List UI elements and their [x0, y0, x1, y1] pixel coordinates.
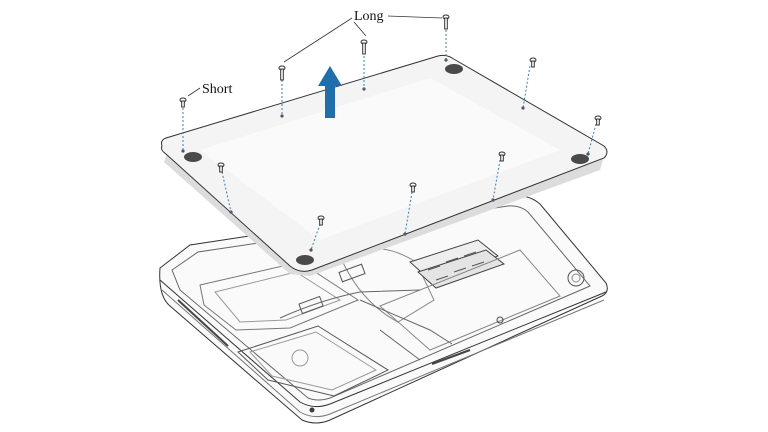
- screw-icon: [594, 115, 602, 126]
- hard-drive: [237, 325, 390, 397]
- screw-icon: [529, 57, 537, 68]
- label-long: Long: [354, 9, 384, 24]
- base-edge-2: [161, 289, 605, 418]
- up-arrow-icon: [318, 66, 342, 118]
- screw-icon: [317, 215, 325, 226]
- label-short: Short: [202, 82, 232, 97]
- screw-icon: [409, 182, 417, 193]
- screw-icon: [179, 97, 187, 108]
- alignment-guides: [182, 30, 597, 251]
- screw-icon: [360, 39, 368, 55]
- base-inner-rim: [171, 205, 591, 401]
- screw-icon: [278, 65, 286, 81]
- base-edge-1: [159, 279, 607, 408]
- rubber-feet: [184, 64, 589, 265]
- screws: [179, 14, 602, 226]
- rubber-foot-icon: [571, 154, 589, 164]
- logic-board: [379, 249, 561, 351]
- bottom-case-panel: [161, 54, 608, 276]
- rubber-foot-icon: [445, 64, 463, 74]
- screw-icon: [217, 162, 225, 173]
- screw-holes: [181, 58, 590, 252]
- rubber-foot-icon: [296, 255, 314, 265]
- panel-gloss: [200, 78, 560, 240]
- screw-icon: [498, 151, 506, 162]
- fan: [567, 269, 585, 287]
- rubber-foot-icon: [184, 152, 202, 162]
- callout-lines: [187, 15, 443, 97]
- screw-icon: [442, 14, 450, 30]
